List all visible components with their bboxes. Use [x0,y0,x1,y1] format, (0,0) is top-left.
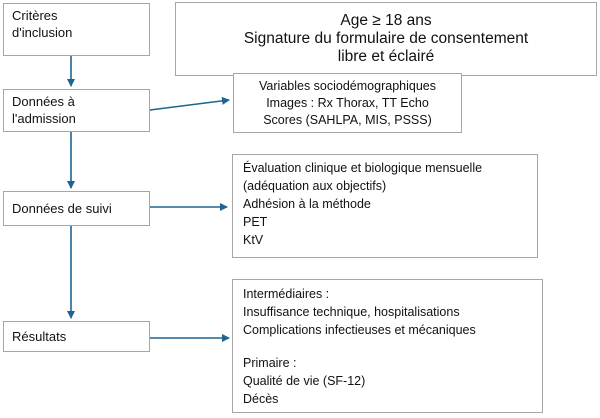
stage-box-inclusion: Critères d'inclusion [3,3,150,56]
detail-box-admission: Variables sociodémographiques Images : R… [233,73,462,133]
detail-results-primary-line: Qualité de vie (SF-12) [243,374,366,388]
stage-label-admission: Données à l'admission [12,94,76,126]
arrow-admission-to-details [149,96,230,111]
stage-label-followup: Données de suivi [12,201,112,216]
stage-box-admission: Données à l'admission [3,89,150,132]
detail-inclusion-line: Age ≥ 18 ans [340,12,432,29]
detail-followup-line: (adéquation aux objectifs) [243,179,387,193]
detail-results-primary-title: Primaire : [243,356,297,370]
detail-admission-line: Images : Rx Thorax, TT Echo [266,96,429,110]
detail-results-intermediate-line: Complications infectieuses et mécaniques [243,323,476,337]
detail-inclusion-line: Signature du formulaire de consentement [243,30,529,47]
detail-followup-line: KtV [243,233,264,247]
stage-box-followup: Données de suivi [3,191,150,226]
detail-results-intermediate-title: Intermédiaires : [243,287,330,301]
detail-admission-line: Scores (SAHLPA, MIS, PSSS) [263,113,432,127]
detail-followup-line: Évaluation clinique et biologique mensue… [243,161,483,175]
stage-label-results: Résultats [12,329,67,344]
stage-label-inclusion: Critères d'inclusion [12,8,73,40]
detail-results-primary-line: Décès [243,392,279,406]
detail-followup-line: PET [243,215,268,229]
detail-box-results: Intermédiaires : Insuffisance technique,… [232,279,543,413]
detail-admission-line: Variables sociodémographiques [259,79,436,93]
stage-box-results: Résultats [3,321,150,352]
detail-box-inclusion: Age ≥ 18 ans Signature du formulaire de … [175,2,597,76]
detail-inclusion-line: libre et éclairé [337,48,435,65]
detail-results-intermediate-line: Insuffisance technique, hospitalisations [243,305,460,319]
detail-followup-line: Adhésion à la méthode [243,197,371,211]
detail-box-followup: Évaluation clinique et biologique mensue… [232,154,538,258]
